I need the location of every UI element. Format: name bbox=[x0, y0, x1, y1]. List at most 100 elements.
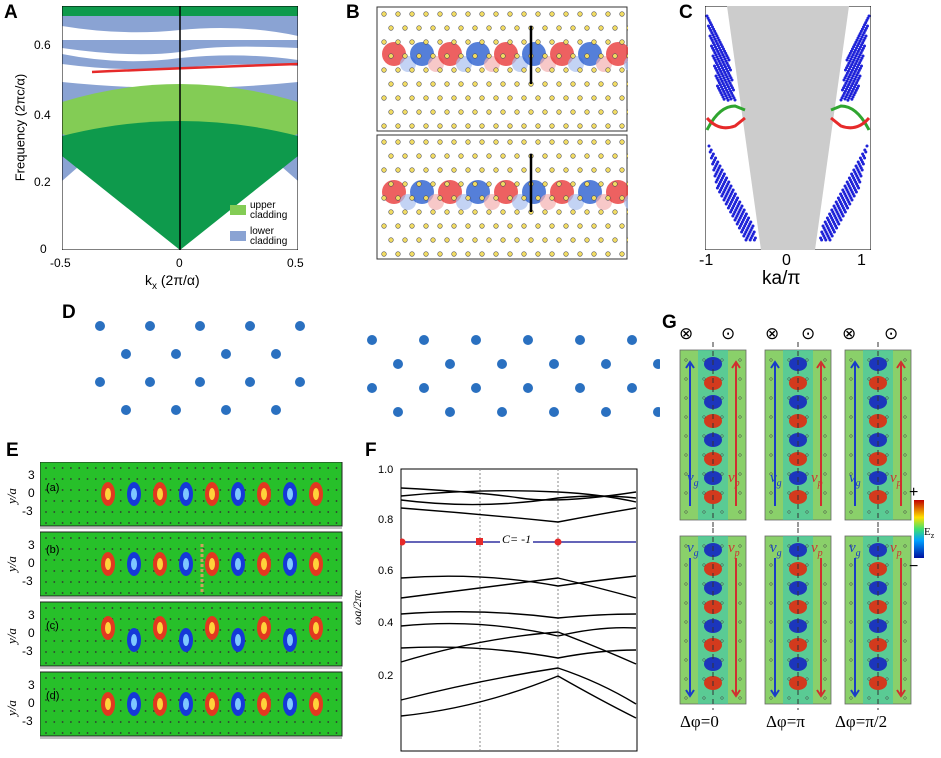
panel-e-ytick-0-2: -3 bbox=[22, 504, 33, 518]
panel-a-legend-upper-1: upper bbox=[250, 200, 276, 211]
panel-g-velocity-symbol: ν bbox=[728, 540, 735, 556]
panel-g-colorbar-plus: + bbox=[909, 484, 919, 501]
panel-g-velocity-vp-7: νp bbox=[728, 540, 740, 559]
panel-a-xlabel-unit: (2π/α) bbox=[160, 272, 200, 288]
panel-e-ytick-3-1: 0 bbox=[28, 696, 35, 710]
panel-g-map-1-2 bbox=[844, 528, 912, 710]
panel-a-legend-lower-2: cladding bbox=[250, 236, 288, 247]
panel-f-ytick-0-4: 0.4 bbox=[378, 617, 394, 629]
panel-e-strip-2 bbox=[40, 601, 343, 669]
panel-f-chern-label: C= -1 bbox=[500, 532, 534, 547]
panel-g-velocity-vg-8: νg bbox=[770, 540, 782, 559]
panel-g-velocity-sub: p bbox=[817, 548, 823, 559]
panel-g-colorbar-minus: − bbox=[909, 558, 919, 575]
panel-c-bands bbox=[705, 14, 871, 242]
panel-d-lattices bbox=[95, 321, 660, 417]
panel-g-velocity-sub: g bbox=[693, 548, 699, 559]
panel-e-ytick-1-1: 0 bbox=[28, 556, 35, 570]
panel-g-velocity-symbol: ν bbox=[770, 540, 777, 556]
panel-g-sym-2a: ⊗ bbox=[765, 324, 780, 343]
panel-e-ytick-2-2: -3 bbox=[22, 644, 33, 658]
panel-a-ytick-2: 0.4 bbox=[34, 108, 51, 122]
panel-letter-c: C bbox=[679, 2, 693, 23]
panel-e-ylabel-b: y/a bbox=[3, 556, 19, 572]
panel-g-map-1-1 bbox=[764, 528, 832, 710]
panel-letter-e: E bbox=[6, 440, 19, 461]
panel-e-sub-b: (b) bbox=[46, 544, 60, 556]
panel-g-sym-3a: ⊗ bbox=[842, 324, 857, 343]
panel-g-field-maps bbox=[679, 342, 924, 710]
panel-g-colorbar-e: E bbox=[924, 526, 931, 538]
panel-f-ylabel: ωa/2πc bbox=[350, 589, 365, 626]
panel-g-velocity-symbol: ν bbox=[849, 540, 856, 556]
panel-e-ytick-1-0: 3 bbox=[28, 538, 35, 552]
panel-g-sym-3b: ⊙ bbox=[884, 324, 899, 343]
panel-e-ytick-3-0: 3 bbox=[28, 678, 35, 692]
panel-letter-b: B bbox=[346, 2, 360, 23]
panel-f-point-1 bbox=[476, 538, 483, 545]
panel-letter-g: G bbox=[662, 312, 677, 333]
panel-e-field-strips bbox=[40, 462, 343, 739]
panel-g-colorbar-sub: z bbox=[930, 531, 935, 541]
panel-letter-a: A bbox=[4, 2, 18, 23]
panel-e-ylabel-a: y/a bbox=[3, 488, 19, 504]
panel-b-field-maps bbox=[376, 6, 628, 260]
panel-e-ylabel-d: y/a bbox=[3, 700, 19, 716]
panel-g-sym-2b: ⊙ bbox=[801, 324, 816, 343]
panel-e-ylabel-c: y/a bbox=[3, 628, 19, 644]
panel-e-ytick-0-1: 0 bbox=[28, 486, 35, 500]
panel-a-xtick-1: 0 bbox=[176, 256, 183, 270]
panel-f-band-plot bbox=[400, 468, 638, 752]
panel-f-bands bbox=[400, 487, 637, 719]
panel-c-band-plot bbox=[705, 6, 871, 250]
panel-a-ytick-3: 0.6 bbox=[34, 38, 51, 52]
panel-e-sub-d: (d) bbox=[46, 690, 60, 702]
panel-b-map-0 bbox=[376, 6, 628, 132]
panel-e-strip-1 bbox=[40, 531, 343, 599]
panel-g-velocity-symbol: ν bbox=[890, 540, 897, 556]
panel-g-velocity-vg-0: νg bbox=[687, 470, 699, 489]
panel-a-xlabel-sub: x bbox=[152, 280, 157, 292]
panel-g-colorbar bbox=[914, 500, 924, 558]
panel-g-velocity-symbol: ν bbox=[728, 470, 735, 486]
panel-g-caption-2: Δφ=π/2 bbox=[835, 712, 888, 731]
panel-g-velocity-sub: p bbox=[896, 478, 902, 489]
panel-b-map-1 bbox=[376, 134, 628, 260]
panel-a-ytick-1: 0.2 bbox=[34, 175, 51, 189]
panel-g-velocity-sub: g bbox=[776, 478, 782, 489]
panel-e-ytick-3-2: -3 bbox=[22, 714, 33, 728]
panel-e-ytick-1-2: -3 bbox=[22, 574, 33, 588]
panel-f-point-2 bbox=[554, 538, 562, 546]
panel-g-velocity-sub: p bbox=[896, 548, 902, 559]
panel-d-lattice-left bbox=[95, 321, 305, 415]
panel-a-legend-upper-2: cladding bbox=[250, 210, 288, 221]
panel-a-plot bbox=[62, 6, 298, 250]
panel-g-velocity-symbol: ν bbox=[687, 470, 694, 486]
panel-g-velocity-vp-1: νp bbox=[728, 470, 740, 489]
panel-g-velocity-vp-9: νp bbox=[811, 540, 823, 559]
panel-g-colorbar-label: Ez bbox=[924, 526, 934, 540]
panel-g-velocity-symbol: ν bbox=[811, 540, 818, 556]
panel-c-xtick-1: 0 bbox=[782, 252, 791, 269]
panel-g-velocity-vp-5: νp bbox=[890, 470, 902, 489]
panel-g-map-0-2 bbox=[844, 342, 912, 528]
panel-g-velocity-vg-10: νg bbox=[849, 540, 861, 559]
panel-g-velocity-vp-11: νp bbox=[890, 540, 902, 559]
panel-g-caption-1: Δφ=π bbox=[766, 712, 805, 731]
panel-g-velocity-sub: p bbox=[817, 478, 823, 489]
panel-a-xlabel: kx (2π/α) bbox=[145, 272, 200, 292]
panel-c-xtick-2: 1 bbox=[857, 252, 866, 269]
panel-e-sub-a: (a) bbox=[46, 482, 60, 494]
panel-f-ytick-0-6: 0.6 bbox=[378, 565, 394, 577]
panel-g-sym-1a: ⊗ bbox=[679, 324, 694, 343]
panel-a-xtick-0: -0.5 bbox=[50, 256, 71, 270]
panel-g-velocity-sub: g bbox=[693, 478, 699, 489]
panel-e-strip-0 bbox=[40, 462, 343, 529]
panel-g-map-1-0 bbox=[679, 528, 747, 710]
panel-g-velocity-vg-6: νg bbox=[687, 540, 699, 559]
panel-g-caption-0: Δφ=0 bbox=[680, 712, 719, 731]
panel-g-velocity-sub: p bbox=[734, 548, 740, 559]
panel-g-velocity-vp-3: νp bbox=[811, 470, 823, 489]
panel-a-xtick-2: 0.5 bbox=[287, 256, 304, 270]
panel-c-xlabel: ka/π bbox=[762, 268, 801, 289]
